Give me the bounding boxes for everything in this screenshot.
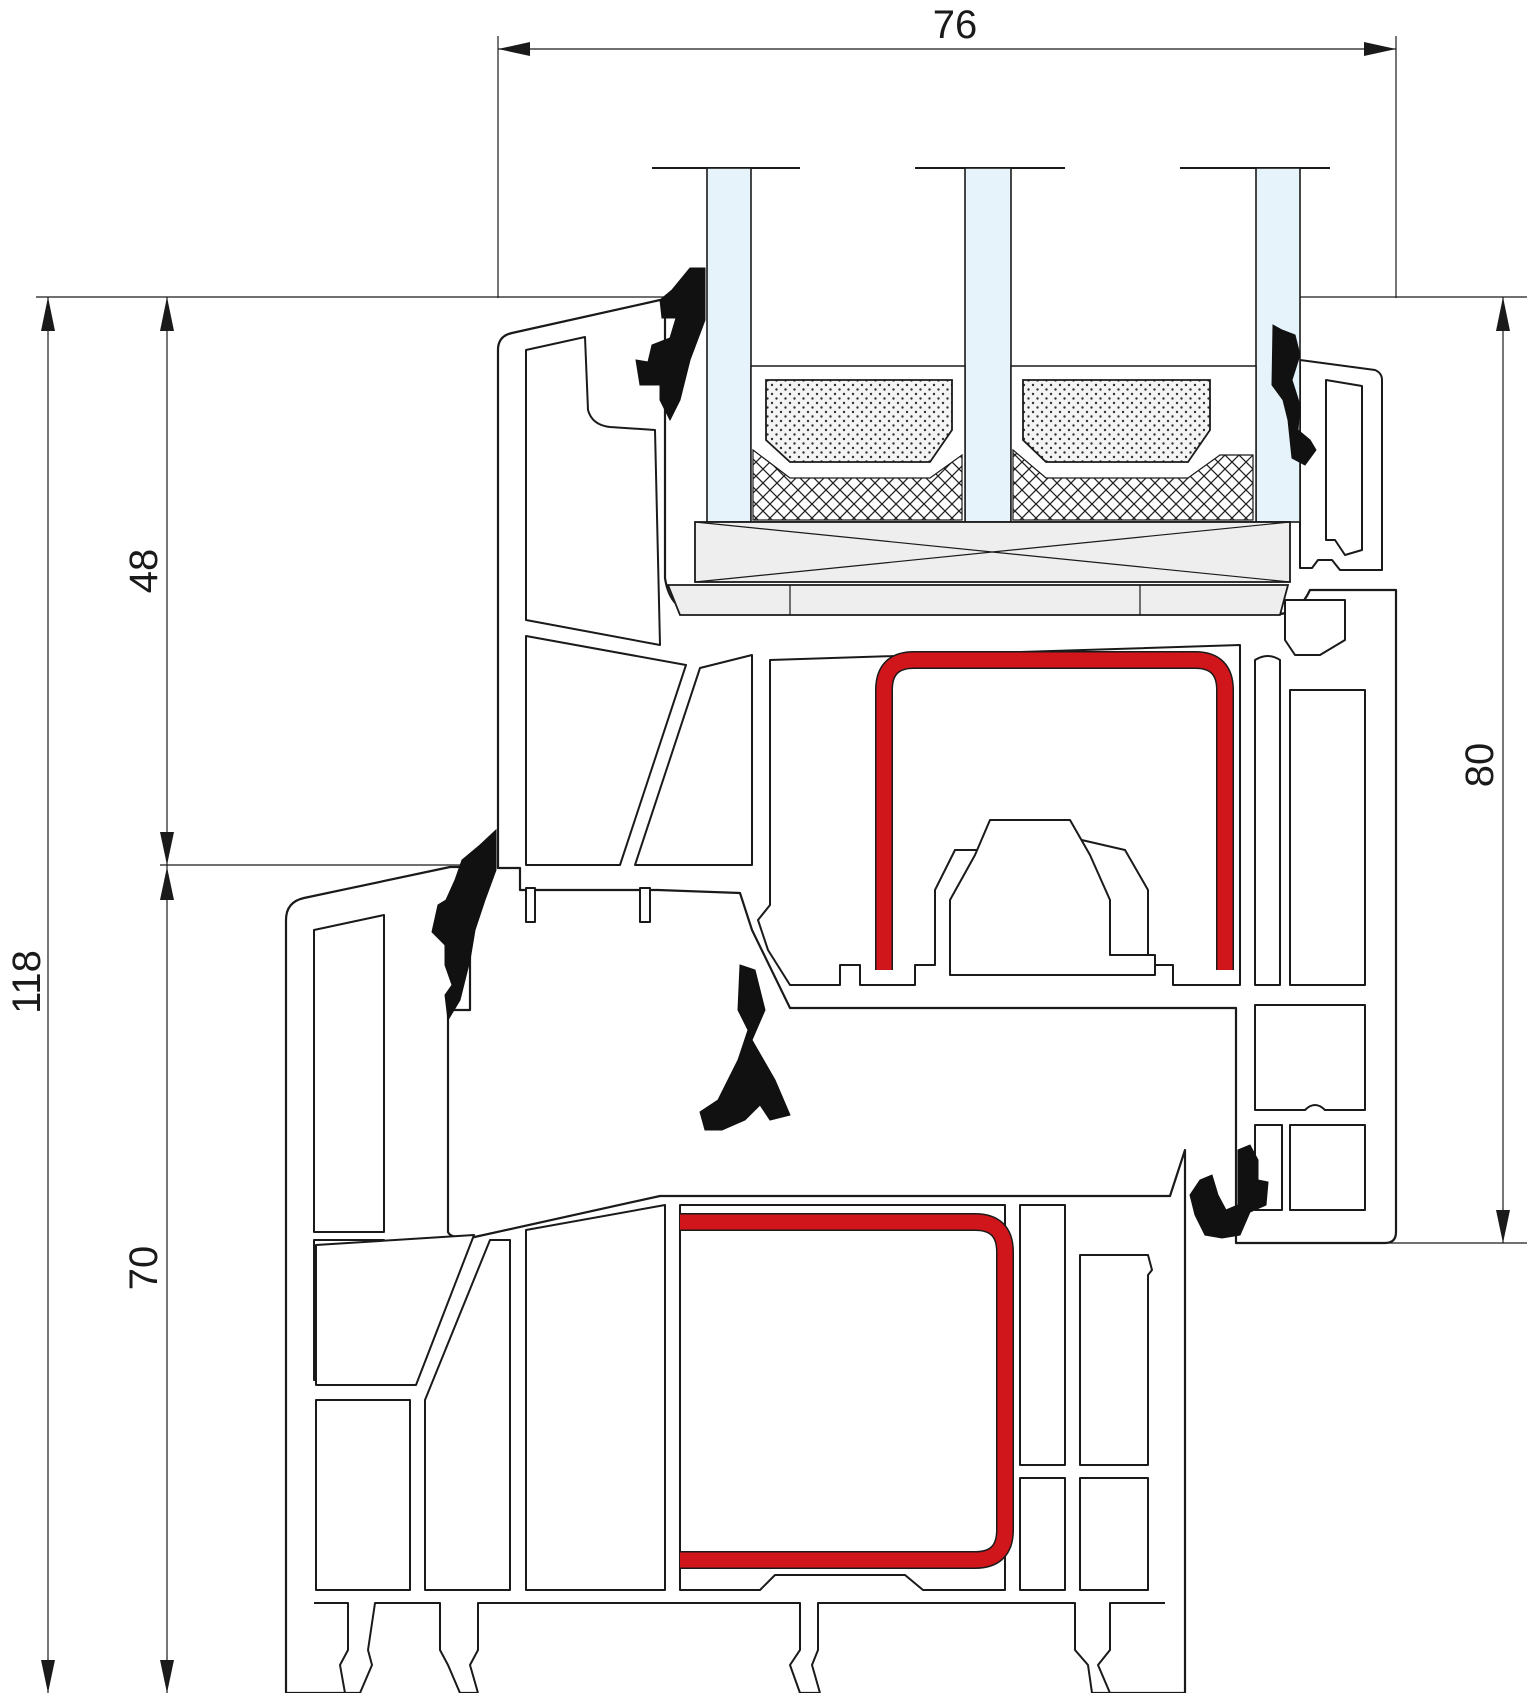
glazing-unit — [652, 167, 1330, 616]
dim-label-total: 118 — [5, 950, 49, 1014]
dimension-height-right: 80 — [1236, 296, 1527, 1244]
seal-glass-outer — [635, 267, 706, 422]
dimension-height-total: 118 — [5, 296, 700, 1693]
steel-reinforcement-frame — [680, 1213, 1014, 1569]
dimension-height-frame: 70 — [122, 865, 174, 1693]
seal-glass-inner — [1271, 324, 1317, 466]
butyl-2 — [1012, 448, 1254, 521]
butyl-1 — [752, 448, 963, 521]
dim-label-sash: 48 — [122, 549, 166, 594]
seal-sash-outer — [431, 828, 497, 1022]
glazing-bridge — [666, 584, 1290, 616]
seal-frame-inner — [1189, 1144, 1269, 1239]
dim-label-right: 80 — [1458, 743, 1502, 788]
dimension-width-top: 76 — [497, 3, 1397, 298]
frame-profile — [284, 865, 1187, 1693]
seal-gaskets — [431, 267, 1317, 1239]
glass-pane-outer — [706, 167, 752, 523]
steel-reinforcement-sash — [875, 651, 1234, 970]
dim-label-width: 76 — [933, 3, 978, 47]
dim-label-frame: 70 — [122, 1246, 166, 1291]
seal-middle — [699, 964, 791, 1131]
glass-pane-middle — [964, 167, 1012, 523]
spacer-1 — [765, 379, 953, 463]
spacer-2 — [1022, 379, 1211, 463]
dimension-height-sash: 48 — [122, 297, 480, 866]
